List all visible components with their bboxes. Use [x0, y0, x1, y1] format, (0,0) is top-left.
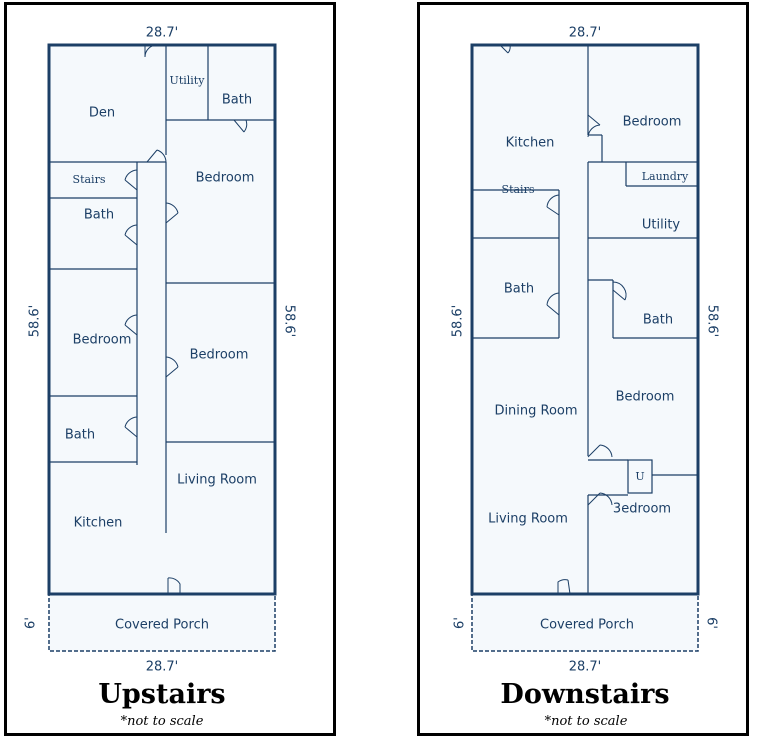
door-swings — [499, 44, 627, 595]
room-utility: Utility — [170, 74, 206, 87]
room-bedroom-top: Bedroom — [623, 115, 682, 130]
room-den: Den — [89, 106, 115, 121]
interior-walls — [472, 45, 698, 594]
upstairs-width-top: 28.7' — [146, 26, 179, 41]
porch-outline — [471, 593, 699, 652]
downstairs-length-left: 58.6' — [451, 305, 466, 338]
room-bedroom-right-mid: Bedroom — [190, 348, 249, 363]
room-stairs: Stairs — [502, 183, 535, 196]
room-kitchen: Kitchen — [74, 516, 123, 531]
room-utility: Utility — [642, 218, 681, 233]
downstairs-porch-depth-right: 6' — [704, 617, 719, 629]
downstairs-heading: Downstairs — [500, 679, 669, 710]
room-kitchen: Kitchen — [506, 136, 555, 151]
outer-wall — [47, 43, 277, 596]
downstairs-porch-depth-left: 6' — [453, 617, 468, 629]
upstairs-heading: Upstairs — [98, 679, 225, 710]
downstairs-floor-plan: 28.7' 28.7' 58.6' 58.6' 6' 6' Kitchen Be… — [417, 2, 749, 736]
downstairs-width-bottom: 28.7' — [569, 660, 602, 675]
room-bath-left: Bath — [504, 282, 534, 297]
porch-outline — [48, 593, 276, 652]
room-bath-left: Bath — [84, 208, 114, 223]
room-bath-left-low: Bath — [65, 428, 95, 443]
room-bedroom-left: Bedroom — [73, 333, 132, 348]
upstairs-plan-drawing: 28.7' 28.7' 58.6' 58.6' 6' Den Utility B… — [24, 26, 297, 730]
downstairs-plan-drawing: 28.7' 28.7' 58.6' 58.6' 6' 6' Kitchen Be… — [451, 26, 720, 730]
room-bedroom-mid: Bedroom — [616, 390, 675, 405]
upstairs-porch-depth: 6' — [24, 617, 39, 629]
interior-walls — [49, 45, 275, 533]
upstairs-scale-note: *not to scale — [121, 714, 204, 729]
outer-wall — [470, 43, 700, 596]
upstairs-floor-plan: 28.7' 28.7' 58.6' 58.6' 6' Den Utility B… — [4, 2, 336, 736]
room-living-room: Living Room — [488, 512, 568, 527]
downstairs-scale-note: *not to scale — [545, 714, 628, 729]
room-bath-right: Bath — [643, 313, 673, 328]
room-covered-porch: Covered Porch — [540, 618, 634, 633]
downstairs-width-top: 28.7' — [569, 26, 602, 41]
room-dining-room: Dining Room — [494, 404, 577, 419]
room-bath-top: Bath — [222, 93, 252, 108]
upstairs-width-bottom: 28.7' — [146, 660, 179, 675]
upstairs-length-right: 58.6' — [282, 305, 297, 338]
room-u: U — [635, 470, 644, 483]
room-laundry: Laundry — [642, 170, 689, 183]
upstairs-length-left: 58.6' — [28, 305, 43, 338]
room-bedroom-low: 3edroom — [613, 502, 671, 517]
room-bedroom-right-top: Bedroom — [196, 171, 255, 186]
room-stairs: Stairs — [73, 173, 106, 186]
room-covered-porch: Covered Porch — [115, 618, 209, 633]
u-closet — [627, 459, 653, 494]
door-swings — [124, 44, 248, 594]
room-living-room: Living Room — [177, 473, 257, 488]
downstairs-length-right: 58.6' — [705, 305, 720, 338]
